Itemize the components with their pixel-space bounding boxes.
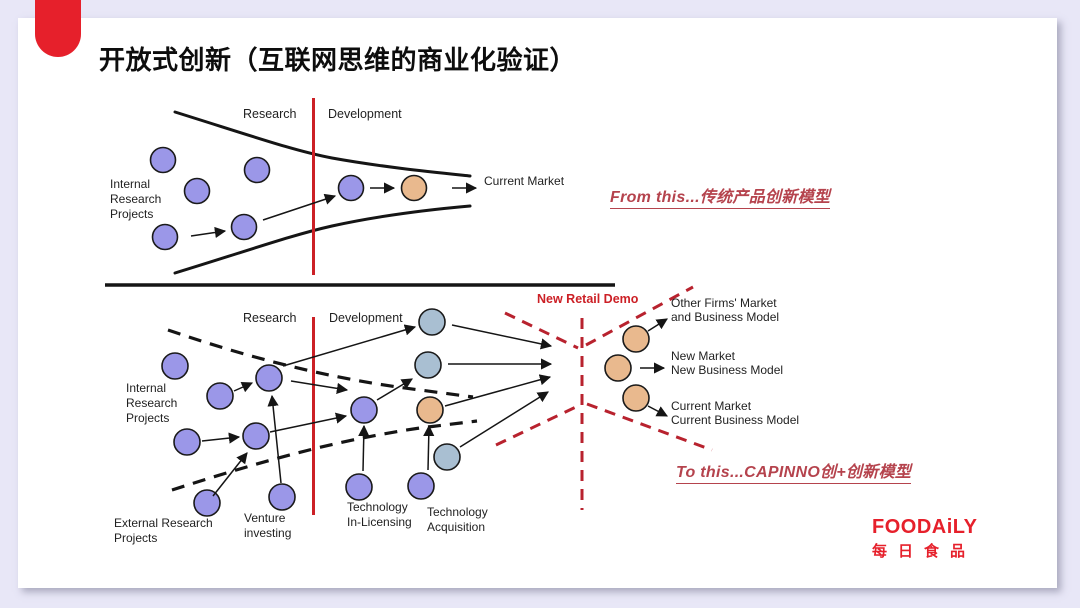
bottom-funnel-diagram	[161, 285, 713, 517]
project-circle	[149, 146, 177, 174]
foodaily-logo: FOODAiLY 每日食品	[872, 516, 978, 561]
bottom-development-label: Development	[329, 311, 403, 325]
spinout-circle	[418, 308, 446, 336]
outcome-new-market-label: New Market New Business Model	[671, 349, 784, 377]
bottom-funnel-upper-dashed-wall	[167, 328, 474, 399]
flow-arrow	[282, 324, 417, 367]
flow-arrow	[190, 226, 227, 239]
page-title: 开放式创新（互联网思维的商业化验证）	[99, 45, 577, 75]
project-circle	[151, 223, 179, 251]
to-this-annotation: To this...CAPINNO创+创新模型	[676, 458, 912, 484]
foodaily-logo-chinese: 每日食品	[872, 543, 977, 560]
outcome-arrow	[647, 318, 668, 332]
market-ready-circle	[416, 396, 444, 424]
outcome-arrow	[647, 405, 668, 417]
red-accent-bar	[35, 0, 81, 57]
flow-arrow	[267, 394, 282, 484]
technology-in-licensing-label: Technology In-Licensing	[347, 500, 412, 529]
outcome-current-market-label: Current Market Current Business Model	[671, 399, 800, 427]
current-market-label: Current Market	[484, 174, 565, 188]
flow-arrow	[423, 424, 435, 471]
red-dashed-converge-lower	[495, 404, 579, 447]
market-ready-circle	[400, 174, 428, 202]
flow-arrow	[262, 193, 337, 221]
red-dashed-diverge-lower	[586, 402, 713, 452]
top-development-label: Development	[328, 107, 402, 121]
project-circle	[243, 156, 271, 184]
project-circle	[183, 177, 211, 205]
new-retail-demo-label: New Retail Demo	[537, 292, 639, 306]
project-circle	[230, 213, 258, 241]
bottom-internal-research-projects-label: Internal Research Projects	[126, 381, 178, 425]
technology-acquisition-label: Technology Acquisition	[427, 505, 488, 534]
external-research-projects-label: External Research Projects	[114, 516, 213, 545]
top-research-label: Research	[243, 107, 297, 121]
project-circle	[206, 382, 234, 410]
flow-arrow	[269, 412, 348, 433]
flow-arrow	[212, 452, 248, 497]
flow-arrow	[290, 380, 349, 394]
from-this-annotation: From this...传统产品创新模型	[610, 183, 831, 209]
flow-arrow	[376, 378, 413, 401]
red-dashed-diverge-upper	[585, 285, 694, 347]
outcome-circle	[604, 354, 632, 382]
foodaily-logo-wordmark: FOODAiLY	[872, 516, 978, 538]
bottom-research-label: Research	[243, 311, 297, 325]
converging-arrow	[459, 391, 549, 448]
converging-arrow	[451, 324, 553, 350]
slide-card	[18, 18, 1057, 588]
spinout-circle	[414, 351, 442, 379]
technology-acquisition-circle	[407, 472, 435, 500]
red-dashed-converge-upper	[504, 311, 579, 350]
top-funnel-upper-wall	[173, 110, 472, 178]
outcome-other-firms-label: Other Firms' Market and Business Model	[671, 296, 780, 324]
flow-arrow	[201, 432, 241, 444]
technology-in-licensing-circle	[345, 473, 373, 501]
project-circle	[242, 422, 270, 450]
project-circle	[255, 364, 283, 392]
project-circle	[173, 428, 201, 456]
development-circle	[350, 396, 378, 424]
top-funnel-lower-wall	[173, 204, 472, 275]
flow-arrow	[233, 381, 254, 393]
outcome-circle	[622, 325, 650, 353]
converging-arrow	[444, 374, 552, 407]
venture-investing-label: Venture investing	[244, 511, 292, 540]
flow-arrow	[358, 424, 370, 472]
bottom-funnel-lower-dashed-wall	[171, 419, 478, 492]
project-circle	[161, 352, 189, 380]
top-internal-research-projects-label: Internal Research Projects	[110, 177, 162, 221]
project-circle	[337, 174, 365, 202]
spinout-circle	[433, 443, 461, 471]
external-project-circle	[193, 489, 221, 517]
top-funnel-diagram	[149, 98, 478, 275]
venture-investing-circle	[268, 483, 296, 511]
outcome-circle	[622, 384, 650, 412]
